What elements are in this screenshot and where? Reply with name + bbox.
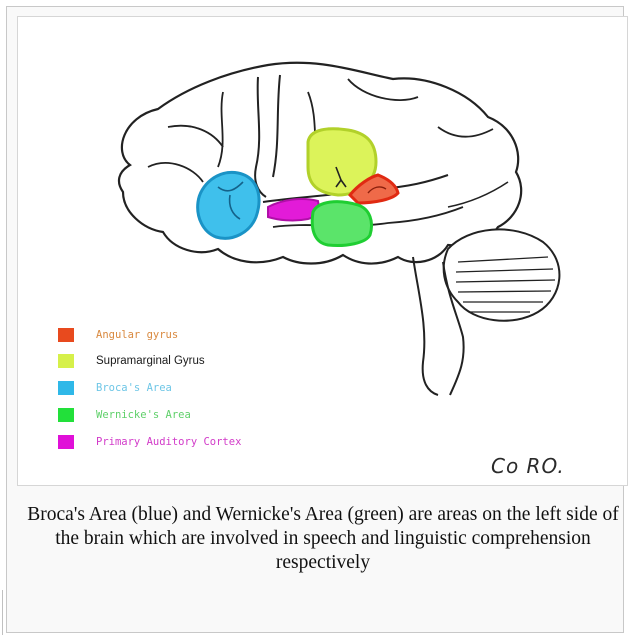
artist-signature: Co RO. bbox=[491, 454, 565, 478]
image-caption: Broca's Area (blue) and Wernicke's Area … bbox=[27, 503, 619, 575]
legend-item-brocas-area: Broca's Area bbox=[58, 378, 172, 398]
legend-item-supramarginal-gyrus: Supramarginal Gyrus bbox=[58, 351, 205, 371]
legend-swatch-yellow-green bbox=[58, 354, 74, 368]
caption-divider bbox=[2, 590, 3, 635]
legend-label: Primary Auditory Cortex bbox=[96, 436, 241, 448]
legend-item-wernickes-area: Wernicke's Area bbox=[58, 405, 191, 425]
legend-label: Supramarginal Gyrus bbox=[96, 355, 205, 367]
legend-item-angular-gyrus: Angular gyrus bbox=[58, 325, 178, 345]
legend-label: Angular gyrus bbox=[96, 329, 178, 341]
legend-swatch-magenta bbox=[58, 435, 74, 449]
brocas-area-region bbox=[198, 172, 259, 238]
thumbnail-frame: Angular gyrus Supramarginal Gyrus Broca'… bbox=[6, 6, 624, 633]
cerebellum-outline bbox=[444, 229, 560, 320]
legend-swatch-red bbox=[58, 328, 74, 342]
legend-label: Wernicke's Area bbox=[96, 409, 191, 421]
legend-swatch-green bbox=[58, 408, 74, 422]
legend-item-primary-auditory-cortex: Primary Auditory Cortex bbox=[58, 432, 241, 452]
brain-diagram-image: Angular gyrus Supramarginal Gyrus Broca'… bbox=[17, 16, 628, 486]
legend-swatch-blue bbox=[58, 381, 74, 395]
legend-label: Broca's Area bbox=[96, 382, 172, 394]
wernickes-area-region bbox=[312, 202, 371, 246]
